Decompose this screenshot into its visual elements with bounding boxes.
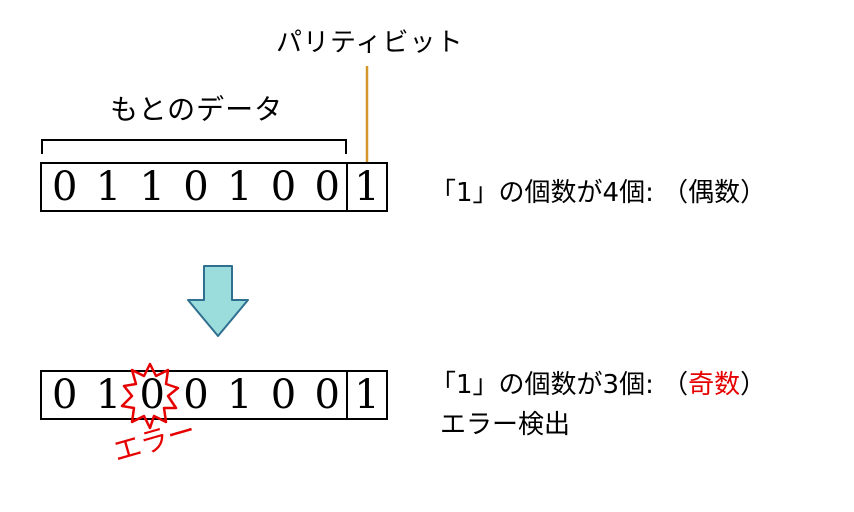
bit: 1 [227, 164, 253, 210]
original-data-bracket [41, 139, 347, 154]
bit: 0 [52, 164, 78, 210]
bit: 1 [95, 372, 122, 418]
data-bits-cell: 0 1 1 0 1 0 0 [42, 164, 348, 210]
bit: 0 [270, 372, 297, 418]
bit-string-original: 0 1 1 0 1 0 0 1 [40, 162, 388, 212]
bit: 0 [270, 164, 297, 210]
bit: 0 [183, 164, 209, 210]
parity-kind: 奇数 [688, 370, 741, 400]
count-text: 「1」の個数が3個: （ [430, 370, 689, 400]
parity-kind: 偶数 [688, 178, 741, 208]
error-burst-icon [120, 362, 180, 430]
count-info-error: 「1」の個数が3個: （奇数） [430, 364, 766, 401]
bit: 1 [227, 372, 253, 418]
parity-bit-cell: 1 [348, 164, 386, 210]
bit: 1 [95, 164, 122, 210]
bit: 0 [183, 372, 209, 418]
count-text-suffix: ） [740, 178, 767, 208]
parity-bit: 1 [354, 164, 380, 210]
data-bits-cell: 0 1 0 0 1 0 0 [42, 372, 348, 418]
bit: 0 [314, 372, 340, 418]
flipped-bit: 0 [139, 372, 165, 418]
original-data-label: もとのデータ [110, 93, 284, 126]
parity-bit: 1 [354, 372, 380, 418]
bit: 0 [314, 164, 340, 210]
parity-connector-line [365, 66, 369, 164]
count-text: 「1」の個数が4個: （ [430, 178, 689, 208]
count-info-original: 「1」の個数が4個: （偶数） [430, 172, 766, 209]
error-detected-text: エラー検出 [440, 410, 571, 440]
count-text-suffix: ） [740, 370, 767, 400]
parity-bit-cell: 1 [348, 372, 386, 418]
down-arrow-icon [187, 265, 249, 337]
bit: 1 [139, 164, 165, 210]
parity-bit-label: パリティビット [276, 28, 464, 58]
bit-string-error: 0 1 0 0 1 0 0 1 [40, 370, 388, 420]
bit: 0 [52, 372, 78, 418]
